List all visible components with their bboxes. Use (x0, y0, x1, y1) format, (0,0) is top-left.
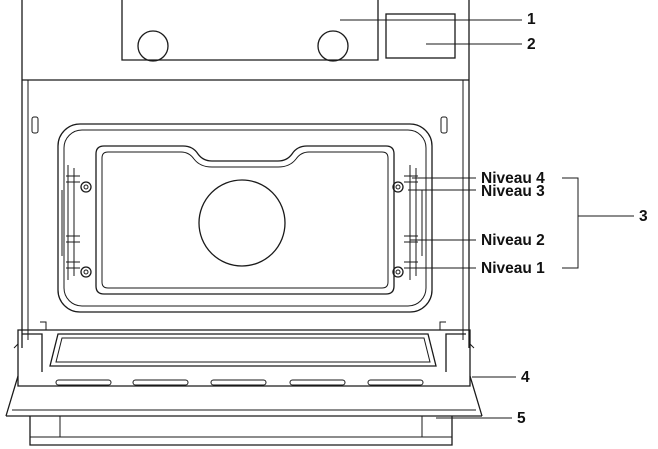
display-panel (385, 13, 456, 59)
control-knob-right (317, 30, 349, 62)
side-slot-right (440, 116, 448, 134)
rear-plate (95, 145, 395, 295)
drawer (29, 416, 453, 446)
shelf-supports-left (61, 165, 92, 280)
level-3-label: Niveau 3 (481, 183, 545, 200)
side-slot-left (31, 116, 39, 134)
oven-door (5, 321, 483, 417)
shelf-supports-right (392, 165, 423, 280)
callout-4: 4 (521, 369, 530, 386)
callout-1: 1 (527, 11, 536, 28)
callout-3: 3 (639, 208, 648, 225)
fan-cover (198, 179, 286, 267)
level-2-label: Niveau 2 (481, 232, 545, 249)
oven-housing (21, 0, 470, 348)
callout-2: 2 (527, 36, 536, 53)
control-panel (121, 0, 379, 62)
oven-cavity (57, 123, 433, 313)
level-4-label: Niveau 4 (481, 170, 545, 187)
control-knob-left (137, 30, 169, 62)
leader-lines (340, 19, 634, 419)
callout-5: 5 (517, 410, 526, 427)
level-1-label: Niveau 1 (481, 260, 545, 277)
